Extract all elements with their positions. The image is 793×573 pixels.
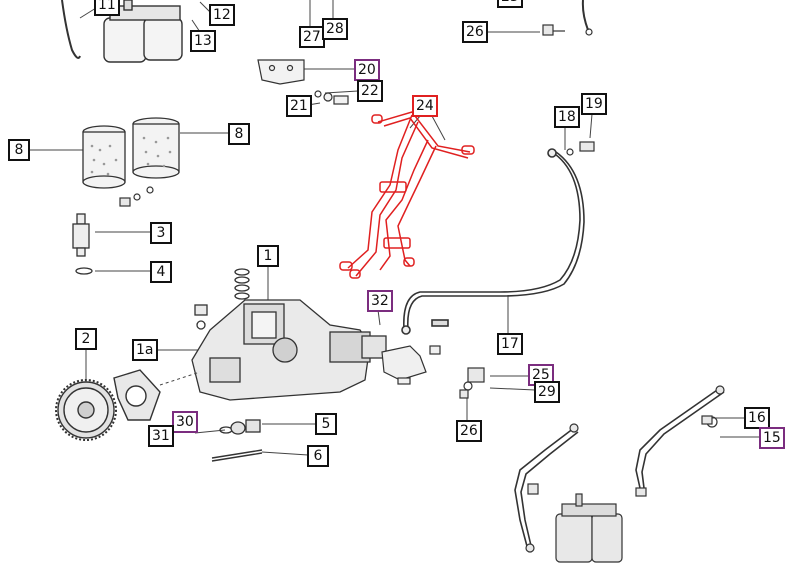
callout-4[interactable]: 4	[150, 261, 172, 283]
callout-27[interactable]: 27	[299, 26, 325, 48]
callout-22[interactable]: 22	[357, 80, 383, 102]
callout-13[interactable]: 13	[190, 30, 216, 52]
callout-5[interactable]: 5	[315, 413, 337, 435]
callout-6[interactable]: 6	[307, 445, 329, 467]
callout-8-left[interactable]: 8	[8, 139, 30, 161]
callout-24-selected[interactable]: 24	[412, 95, 438, 117]
callout-3[interactable]: 3	[150, 222, 172, 244]
callout-11[interactable]: 11	[94, 0, 120, 16]
callout-28[interactable]: 28	[322, 18, 348, 40]
callout-25[interactable]: 25	[528, 364, 554, 386]
callout-20[interactable]: 20	[354, 59, 380, 81]
callout-1a[interactable]: 1a	[132, 339, 158, 361]
callout-18[interactable]: 18	[554, 106, 580, 128]
callout-8-right[interactable]: 8	[228, 123, 250, 145]
callout-29[interactable]: 29	[534, 381, 560, 403]
callout-26-top[interactable]: 26	[462, 21, 488, 43]
callout-30[interactable]: 30	[172, 411, 198, 433]
callout-2[interactable]: 2	[75, 328, 97, 350]
callout-26-bottom[interactable]: 26	[456, 420, 482, 442]
callout-15[interactable]: 15	[759, 427, 785, 449]
callout-12[interactable]: 12	[209, 4, 235, 26]
callout-32[interactable]: 32	[367, 290, 393, 312]
callout-21[interactable]: 21	[286, 95, 312, 117]
callout-17[interactable]: 17	[497, 333, 523, 355]
callout-1[interactable]: 1	[257, 245, 279, 267]
callout-16[interactable]: 16	[744, 407, 770, 429]
callout-23[interactable]: 23	[497, 0, 523, 8]
callout-31[interactable]: 31	[148, 425, 174, 447]
callout-19[interactable]: 19	[581, 93, 607, 115]
